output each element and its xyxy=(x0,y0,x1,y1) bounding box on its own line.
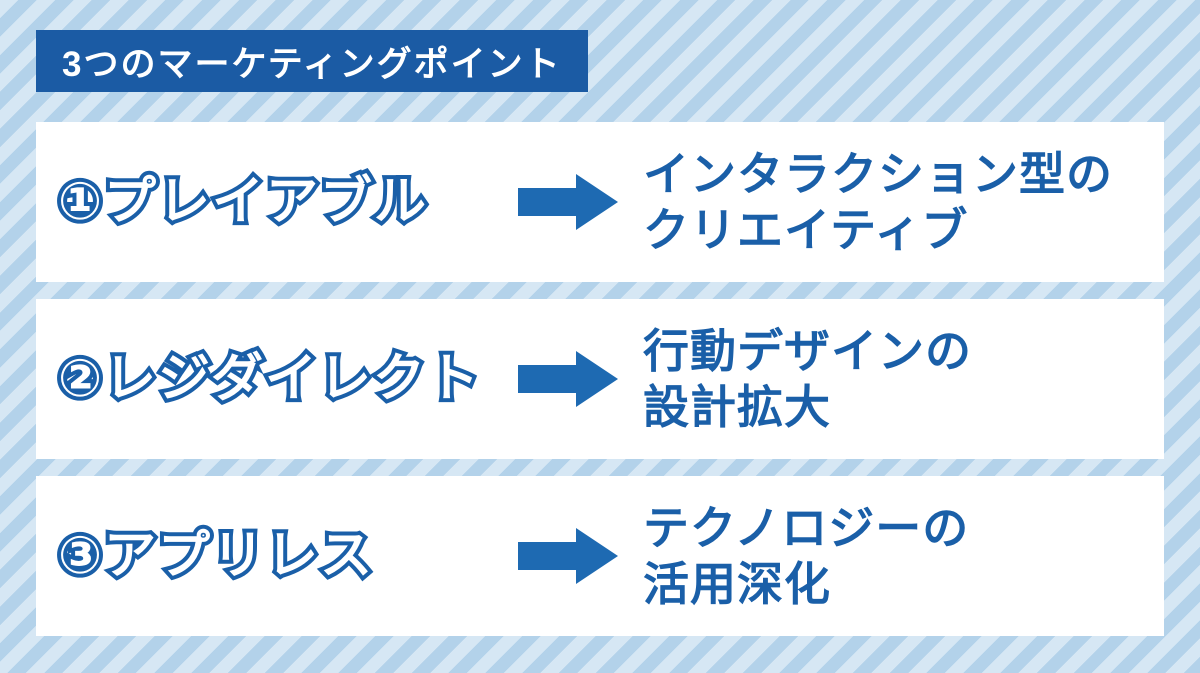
point-3-label-text: ③アプリレス xyxy=(58,527,375,585)
point-2-label-text: ②レジダイレクト xyxy=(58,350,481,408)
point-row-3: ③アプリレス ③アプリレス テクノロジーの 活用深化 xyxy=(36,476,1164,636)
point-1-description-line1: インタラクション型の xyxy=(643,147,1113,200)
point-2-description-line2: 設計拡大 xyxy=(643,381,831,433)
point-2-label-outline: ②レジダイレクト xyxy=(54,349,483,409)
point-3-label-outline: ③アプリレス xyxy=(54,526,376,586)
title-banner: 3つのマーケティングポイント xyxy=(36,30,588,92)
point-1-label: ①プレイアブル ①プレイアブル xyxy=(54,172,518,232)
point-3-description-line1: テクノロジーの xyxy=(643,501,970,554)
point-2-description-line1: 行動デザインの xyxy=(643,324,972,377)
point-1-label-outline: ①プレイアブル xyxy=(54,172,430,232)
points-list: ①プレイアブル ①プレイアブル インタラクション型の クリエイティブ ②レジダイ… xyxy=(36,122,1164,636)
point-row-1: ①プレイアブル ①プレイアブル インタラクション型の クリエイティブ xyxy=(36,122,1164,282)
right-arrow-icon xyxy=(518,351,618,407)
point-1-description-line2: クリエイティブ xyxy=(643,204,969,256)
point-3-description: テクノロジーの 活用深化 xyxy=(643,500,969,612)
point-row-2: ②レジダイレクト ②レジダイレクト 行動デザインの 設計拡大 xyxy=(36,299,1164,459)
right-arrow-icon xyxy=(518,528,618,584)
point-1-description: インタラクション型の クリエイティブ xyxy=(643,146,1113,258)
point-2-description: 行動デザインの 設計拡大 xyxy=(643,323,972,435)
point-1-label-text: ①プレイアブル xyxy=(58,173,429,231)
point-2-label: ②レジダイレクト ②レジダイレクト xyxy=(54,349,518,409)
right-arrow-icon xyxy=(518,174,618,230)
point-3-description-line2: 活用深化 xyxy=(643,558,831,610)
page-title: 3つのマーケティングポイント xyxy=(62,44,562,84)
point-3-label: ③アプリレス ③アプリレス xyxy=(54,526,518,586)
